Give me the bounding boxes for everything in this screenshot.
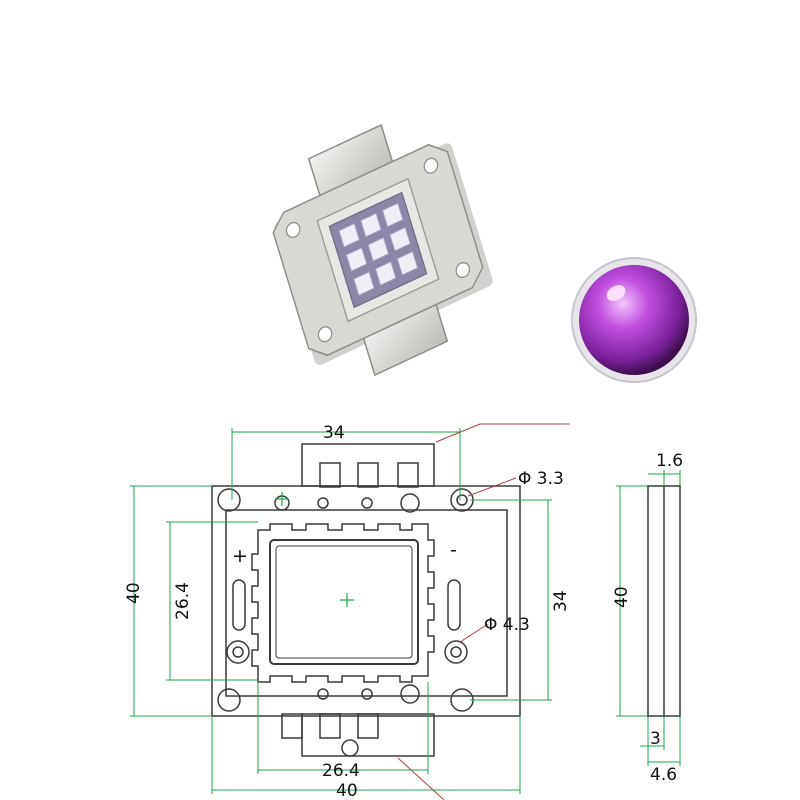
polarity-plus-label: + — [232, 545, 248, 567]
chip-photo — [272, 123, 493, 377]
bottom-inner-width-label: 26.4 — [322, 761, 360, 781]
center-mark — [275, 492, 354, 607]
front-view — [211, 443, 521, 757]
dimension-lines — [130, 428, 681, 794]
top-hole-label: Φ 3.3 — [518, 469, 564, 489]
left-height-label: 40 — [124, 582, 144, 604]
side-height-label: 40 — [612, 586, 632, 608]
leader-lines — [397, 423, 570, 800]
inner-height-label: 26.4 — [173, 582, 193, 620]
bottom-width-label: 40 — [336, 781, 358, 800]
top-width-label: 34 — [323, 423, 345, 443]
glow-photo — [571, 257, 697, 383]
side-view — [647, 485, 681, 717]
right-height-label: 34 — [551, 590, 571, 612]
side-thickness-label: 1.6 — [656, 451, 683, 471]
side-base-label: 3 — [650, 729, 661, 749]
polarity-minus-label: - — [450, 539, 457, 561]
side-hole-label: Φ 4.3 — [484, 615, 530, 635]
side-total-label: 4.6 — [650, 765, 677, 785]
